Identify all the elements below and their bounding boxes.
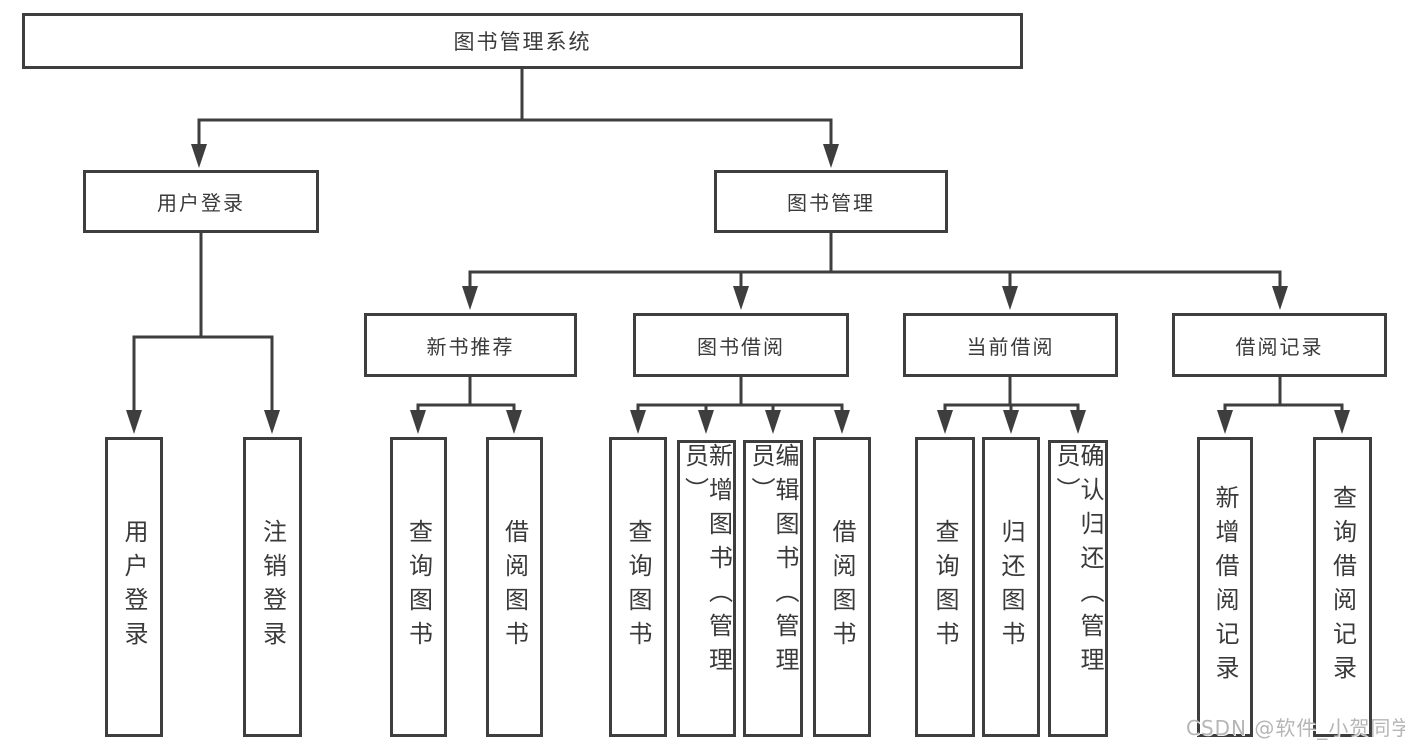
leaf-add-borrow-record: 新增借阅记录 bbox=[1197, 437, 1253, 737]
node-book-management: 图书管理 bbox=[714, 170, 948, 233]
leaf-query-borrow-record: 查询借阅记录 bbox=[1313, 437, 1372, 737]
node-current-borrow-label: 当前借阅 bbox=[966, 334, 1055, 359]
leaf-edit-book-admin: 编辑图书（管理员） bbox=[743, 440, 803, 737]
node-library-management-system-label: 图书管理系统 bbox=[453, 30, 592, 54]
node-user-login: 用户登录 bbox=[83, 170, 319, 233]
leaf-return-books-label: 归还图书 bbox=[997, 519, 1025, 655]
node-new-book-recommend-label: 新书推荐 bbox=[426, 334, 515, 359]
node-borrow-records: 借阅记录 bbox=[1172, 313, 1387, 377]
leaf-borrow-books-1-label: 借阅图书 bbox=[500, 519, 529, 655]
leaf-query-borrow-record-label: 查询借阅记录 bbox=[1328, 485, 1357, 689]
leaf-query-books-3: 查询图书 bbox=[915, 437, 975, 737]
leaf-confirm-return-admin-label: 确认归还（管理员） bbox=[1052, 443, 1104, 681]
leaf-add-borrow-record-label: 新增借阅记录 bbox=[1211, 485, 1239, 689]
leaf-add-book-admin-label: 新增图书（管理员） bbox=[680, 443, 733, 681]
leaf-user-login: 用户登录 bbox=[105, 437, 163, 737]
leaf-query-books-2-label: 查询图书 bbox=[624, 519, 652, 655]
leaf-return-books: 归还图书 bbox=[982, 437, 1040, 737]
leaf-query-books-2: 查询图书 bbox=[609, 437, 667, 737]
node-user-login-label: 用户登录 bbox=[157, 191, 245, 215]
leaf-logout: 注销登录 bbox=[243, 437, 302, 737]
leaf-logout-label: 注销登录 bbox=[258, 519, 287, 655]
leaf-query-books-1: 查询图书 bbox=[390, 437, 447, 737]
leaf-add-book-admin: 新增图书（管理员） bbox=[677, 440, 736, 737]
csdn-watermark: CSDN @软件_小贺同学 bbox=[1186, 716, 1405, 740]
leaf-borrow-books-1: 借阅图书 bbox=[486, 437, 543, 737]
node-current-borrow: 当前借阅 bbox=[903, 313, 1118, 377]
leaf-borrow-books-2: 借阅图书 bbox=[813, 437, 871, 737]
node-new-book-recommend: 新书推荐 bbox=[364, 313, 577, 377]
node-book-management-label: 图书管理 bbox=[787, 191, 875, 215]
node-library-management-system: 图书管理系统 bbox=[22, 13, 1023, 69]
leaf-confirm-return-admin: 确认归还（管理员） bbox=[1048, 440, 1108, 737]
node-borrow-records-label: 借阅记录 bbox=[1235, 334, 1324, 359]
leaf-edit-book-admin-label: 编辑图书（管理员） bbox=[747, 443, 799, 681]
leaf-query-books-3-label: 查询图书 bbox=[931, 519, 959, 655]
leaf-query-books-1-label: 查询图书 bbox=[404, 519, 433, 655]
leaf-borrow-books-2-label: 借阅图书 bbox=[828, 519, 856, 655]
node-book-borrow: 图书借阅 bbox=[633, 313, 849, 377]
node-book-borrow-label: 图书借阅 bbox=[697, 334, 785, 359]
leaf-user-login-label: 用户登录 bbox=[120, 519, 148, 655]
